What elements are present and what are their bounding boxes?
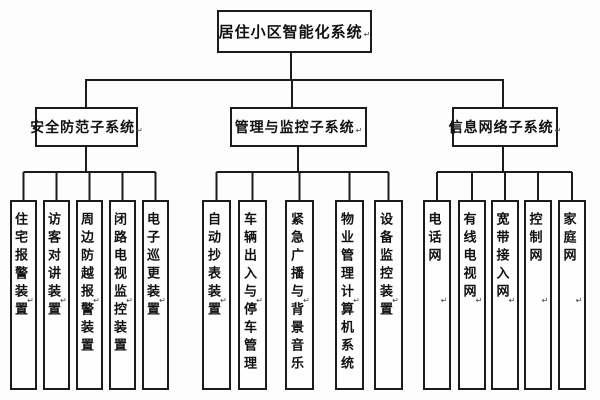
node-leaf-equipment-monitor: 设备监控装置↵ [374,200,403,390]
node-leaf-label: 闭路电视监控装置 [111,212,126,356]
node-leaf-label: 住宅报警装置 [12,212,27,320]
paragraph-mark: ↵ [59,295,68,305]
paragraph-mark: ↵ [26,295,35,305]
node-leaf-cable-tv-net: 有线电视网↵ [458,200,486,390]
node-leaf-label: 自动抄表装置 [205,212,220,320]
paragraph-mark: ↵ [439,295,449,305]
node-branch-label: 信息网络子系统 [448,120,554,136]
node-branch-label: 管理与监控子系统 [234,120,355,136]
paragraph-mark: ↵ [136,125,143,135]
paragraph-mark: ↵ [158,295,167,305]
node-leaf-label: 紧急广播与背景音乐 [288,212,303,374]
node-leaf-label: 宽带接入网 [493,212,509,302]
paragraph-mark: ↵ [574,295,584,305]
paragraph-mark: ↵ [474,295,484,305]
node-leaf-telephone-net: 电话网 ↵ [423,200,451,390]
node-leaf-label: 设备监控装置 [377,212,392,320]
node-leaf-vehicle-parking: 车辆出入与停车管理↵ [238,200,267,390]
node-leaf-visitor-intercom: 访客对讲装置↵ [43,200,70,390]
node-leaf-label: 电子巡更装置 [144,212,159,320]
node-leaf-broadband-net: 宽带接入网↵ [491,200,519,390]
node-root-label: 居住小区智能化系统 [218,23,363,41]
paragraph-mark: ↵ [302,295,311,305]
node-leaf-label: 访客对讲装置 [45,212,60,320]
node-branch-management: 管理与监控子系统↵ [230,107,367,147]
paragraph-mark: ↵ [125,295,134,305]
node-leaf-home-net: 家庭网 ↵ [558,200,586,390]
paragraph-mark: ↵ [363,30,371,39]
node-leaf-label: 周边防越报警装置 [78,212,93,356]
node-branch-network: 信息网络子系统↵ [448,107,561,147]
node-leaf-electronic-patrol: 电子巡更装置↵ [142,200,169,390]
node-branch-label: 安全防范子系统 [30,120,136,136]
node-leaf-meter-reading: 自动抄表装置↵ [202,200,231,390]
node-leaf-label: 车辆出入与停车管理 [241,212,256,374]
paragraph-mark: ↵ [255,295,264,305]
paragraph-mark: ↵ [554,125,562,135]
paragraph-mark: ↵ [391,295,400,305]
paragraph-mark: ↵ [355,125,363,135]
node-branch-security: 安全防范子系统↵ [30,107,143,147]
node-leaf-label: 控制网 [526,212,542,266]
node-leaf-residential-alarm: 住宅报警装置↵ [10,200,37,390]
node-leaf-control-net: 控制网 ↵ [524,200,552,390]
node-root: 居住小区智能化系统↵ [217,10,372,53]
paragraph-mark: ↵ [219,295,228,305]
node-leaf-label: 电话网 [425,212,441,266]
paragraph-mark: ↵ [507,295,517,305]
paragraph-mark: ↵ [352,295,361,305]
node-leaf-property-computer: 物业管理计算机系统↵ [335,200,364,390]
node-leaf-broadcast-music: 紧急广播与背景音乐↵ [285,200,314,390]
node-leaf-label: 有线电视网 [460,212,476,302]
node-leaf-cctv-monitor: 闭路电视监控装置↵ [109,200,136,390]
node-leaf-perimeter-alarm: 周边防越报警装置↵ [76,200,103,390]
paragraph-mark: ↵ [540,295,550,305]
paragraph-mark: ↵ [92,295,101,305]
node-leaf-label: 物业管理计算机系统 [338,212,353,374]
node-leaf-label: 家庭网 [560,212,576,266]
